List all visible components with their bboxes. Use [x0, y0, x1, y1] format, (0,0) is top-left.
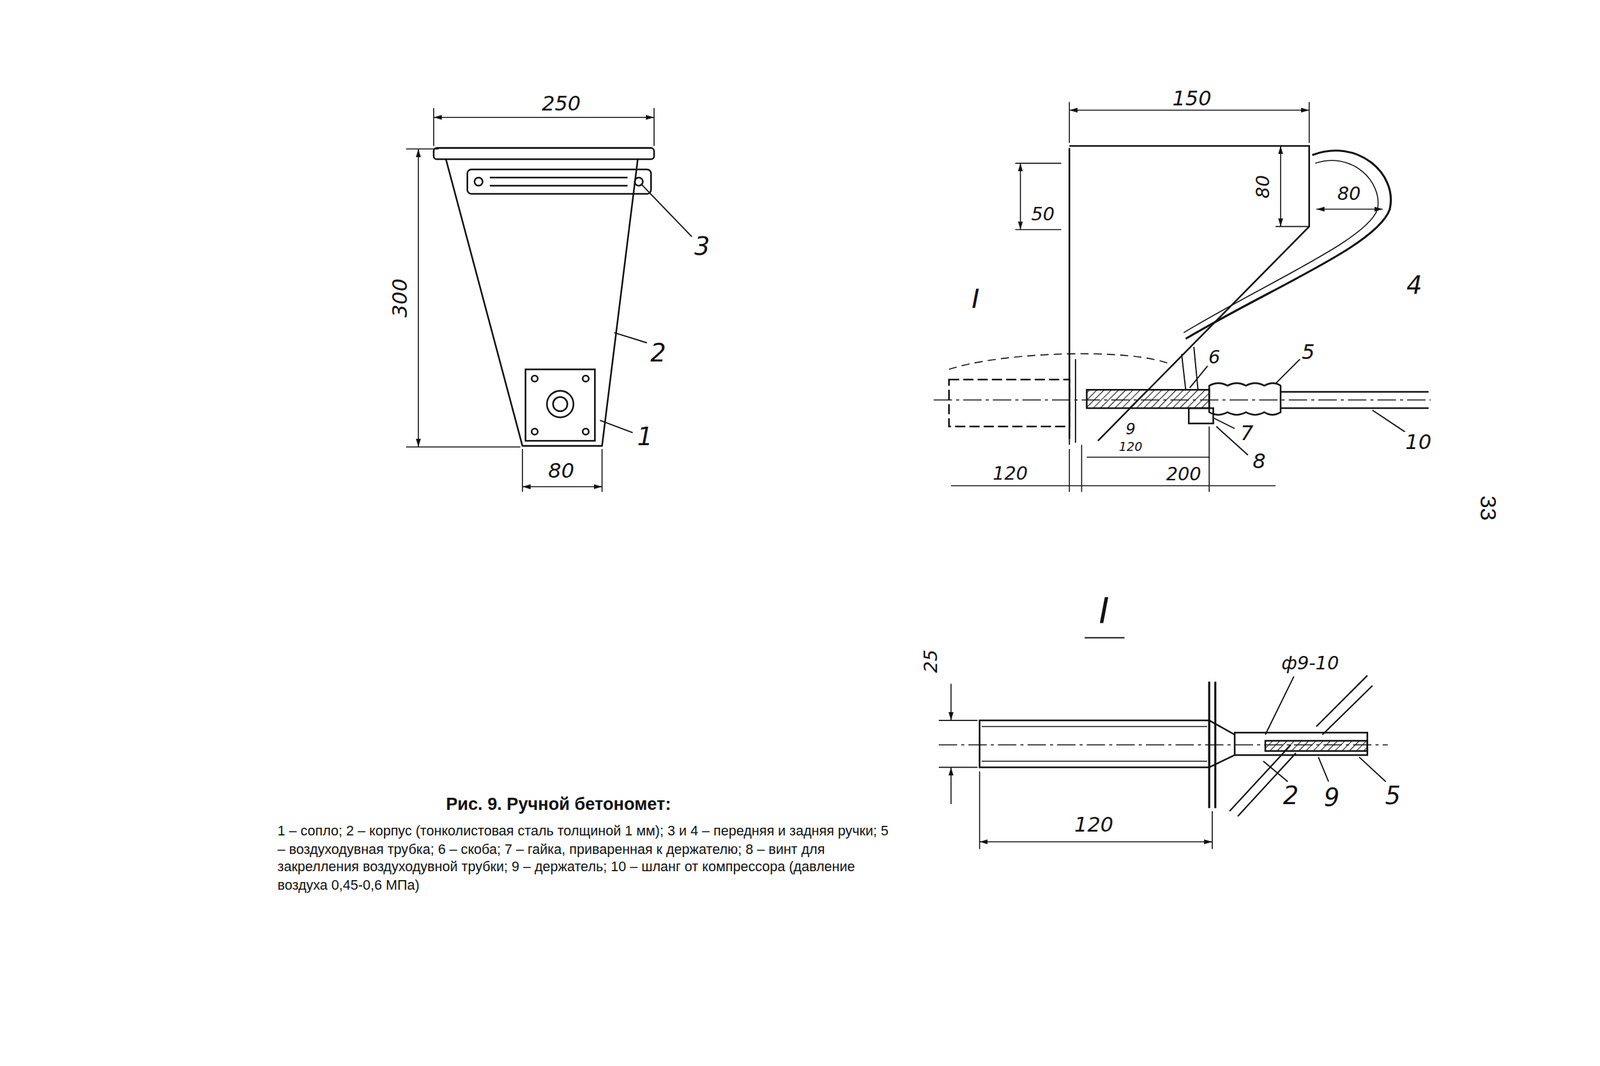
dimension-label: 50	[1030, 205, 1056, 224]
callout-number: 9	[1322, 785, 1341, 810]
dimension-label: 250	[540, 92, 582, 114]
dimension-label: 120	[1073, 814, 1115, 835]
page-number: 33	[1476, 494, 1500, 522]
dimension-label: 120	[991, 464, 1029, 483]
dimension-label: 120	[1117, 440, 1144, 453]
dimension-label: ф9-10	[1280, 654, 1341, 673]
dimension-label: 25	[921, 648, 941, 674]
callout-number: 2	[1281, 783, 1300, 808]
callout-number: 8	[1251, 450, 1268, 472]
dimension-label: 300	[389, 277, 411, 319]
callout-number: 3	[693, 234, 711, 259]
dimension-label: 80	[1253, 173, 1273, 200]
callout-number: 4	[1405, 273, 1424, 298]
dimension-label: 200	[1165, 464, 1203, 484]
callout-number: 1	[636, 424, 655, 450]
dimension-label: 80	[1336, 184, 1362, 204]
callout-number: 2	[649, 341, 668, 366]
dimension-label: 80	[547, 460, 576, 481]
callout-number: 10	[1404, 431, 1433, 453]
dimension-label: 150	[1171, 87, 1213, 108]
figure-title: Рис. 9. Ручной бетономет:	[445, 795, 671, 816]
callout-number: 7	[1239, 422, 1255, 443]
callout-number: I	[970, 285, 981, 313]
callout-number: I	[1097, 592, 1111, 628]
callout-number: 5	[1384, 783, 1402, 808]
callout-number: 9	[1124, 422, 1137, 438]
callout-number: 5	[1300, 341, 1316, 363]
callout-number: 6	[1207, 348, 1221, 367]
figure-caption: 1 – сопло; 2 – корпус (тонколистовая ста…	[277, 822, 891, 895]
